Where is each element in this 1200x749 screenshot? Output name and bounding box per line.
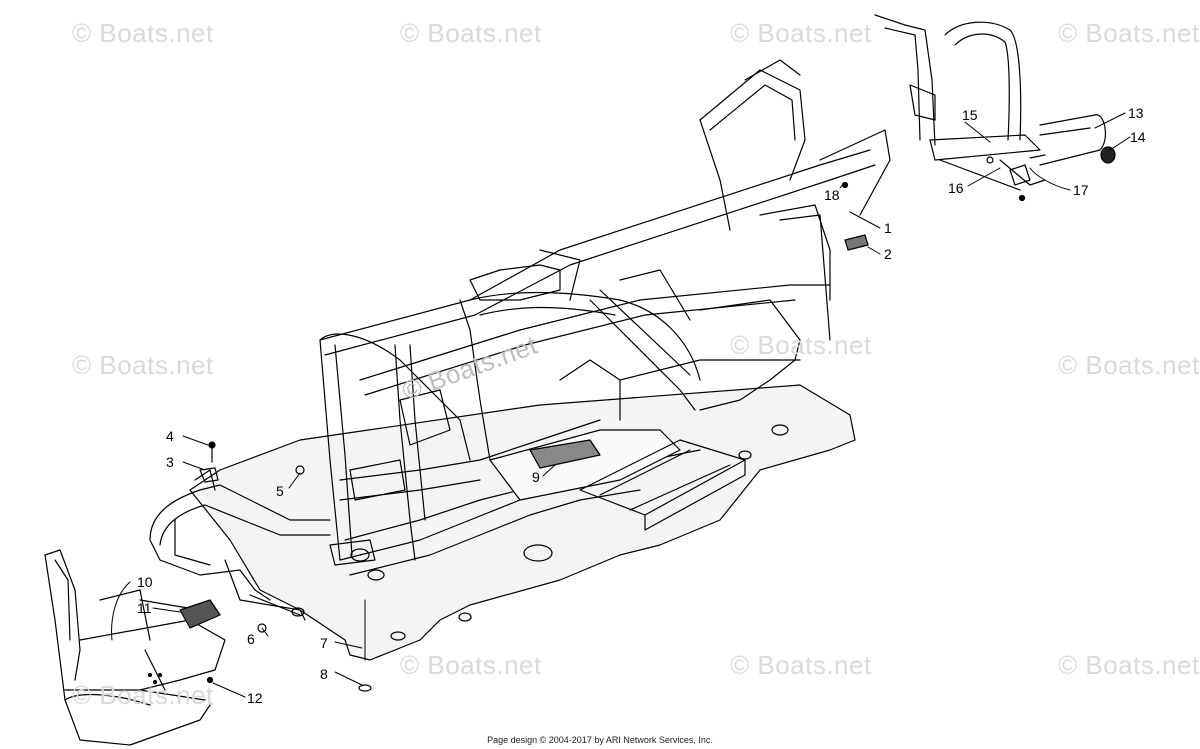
watermark-2: © Boats.net xyxy=(400,18,542,48)
watermark-9: © Boats.net xyxy=(400,650,542,680)
callout-15: 15 xyxy=(962,107,978,123)
watermark-11: © Boats.net xyxy=(1058,650,1200,680)
callout-2: 2 xyxy=(884,246,892,262)
watermark-5: © Boats.net xyxy=(72,350,214,380)
front-guard xyxy=(149,469,331,621)
footer-copyright: Page design © 2004-2017 by ARI Network S… xyxy=(487,735,713,745)
callout-3: 3 xyxy=(166,454,174,470)
callout-13: 13 xyxy=(1128,105,1144,121)
watermark-8: © Boats.net xyxy=(72,680,214,710)
callout-14: 14 xyxy=(1130,129,1146,145)
front-bumper xyxy=(44,549,226,746)
callout-18: 18 xyxy=(824,187,840,203)
callout-1: 1 xyxy=(884,220,892,236)
callout-9: 9 xyxy=(532,469,540,485)
watermark-10: © Boats.net xyxy=(730,650,872,680)
watermark-6: © Boats.net xyxy=(730,330,872,360)
callout-4: 4 xyxy=(166,428,174,444)
watermark-3: © Boats.net xyxy=(730,18,872,48)
main-frame xyxy=(319,59,891,581)
watermark-1: © Boats.net xyxy=(72,18,214,48)
watermark-7: © Boats.net xyxy=(1058,350,1200,380)
callout-5: 5 xyxy=(276,483,284,499)
callout-17: 17 xyxy=(1073,182,1089,198)
callout-7: 7 xyxy=(320,635,328,651)
leader-lines xyxy=(111,112,1131,698)
watermark-4: © Boats.net xyxy=(1058,18,1200,48)
hardware xyxy=(179,154,1046,692)
callout-12: 12 xyxy=(247,690,263,706)
callout-8: 8 xyxy=(320,666,328,682)
callout-16: 16 xyxy=(948,180,964,196)
skid-plate xyxy=(189,384,856,661)
callout-10: 10 xyxy=(137,574,153,590)
callout-6: 6 xyxy=(247,631,255,647)
rear-bumper xyxy=(874,14,1116,191)
callout-11: 11 xyxy=(137,600,152,616)
